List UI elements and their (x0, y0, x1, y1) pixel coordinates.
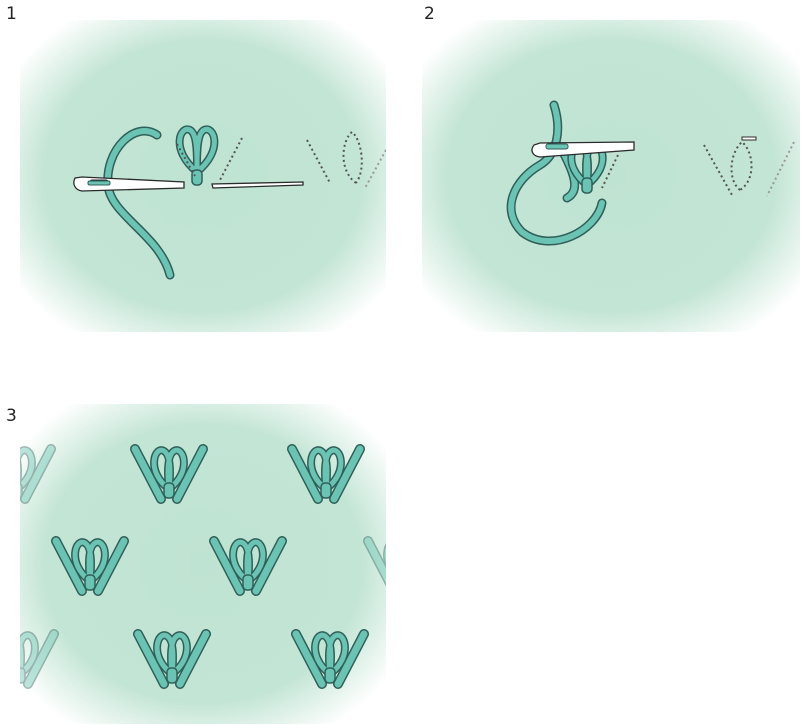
step-2-needle (531, 141, 635, 158)
step-1-illustration (20, 20, 386, 332)
step-3-panel (20, 404, 386, 724)
step-2-illustration (422, 20, 800, 332)
step-3-illustration (20, 404, 386, 724)
step-2-number: 2 (424, 4, 435, 24)
step-1-needle-left (73, 176, 185, 192)
step-1-panel (20, 20, 386, 332)
step-2-background (422, 20, 800, 332)
step-2-dotted-guides (601, 140, 795, 197)
step-1-dotted-guides (176, 130, 386, 189)
step-2-panel (422, 20, 800, 332)
step-3-number: 3 (6, 406, 17, 426)
step-2-small-needle-tip (741, 136, 757, 141)
step-1-needle-right (211, 181, 304, 189)
step-1-number: 1 (6, 4, 17, 24)
step-1-background (20, 20, 386, 332)
